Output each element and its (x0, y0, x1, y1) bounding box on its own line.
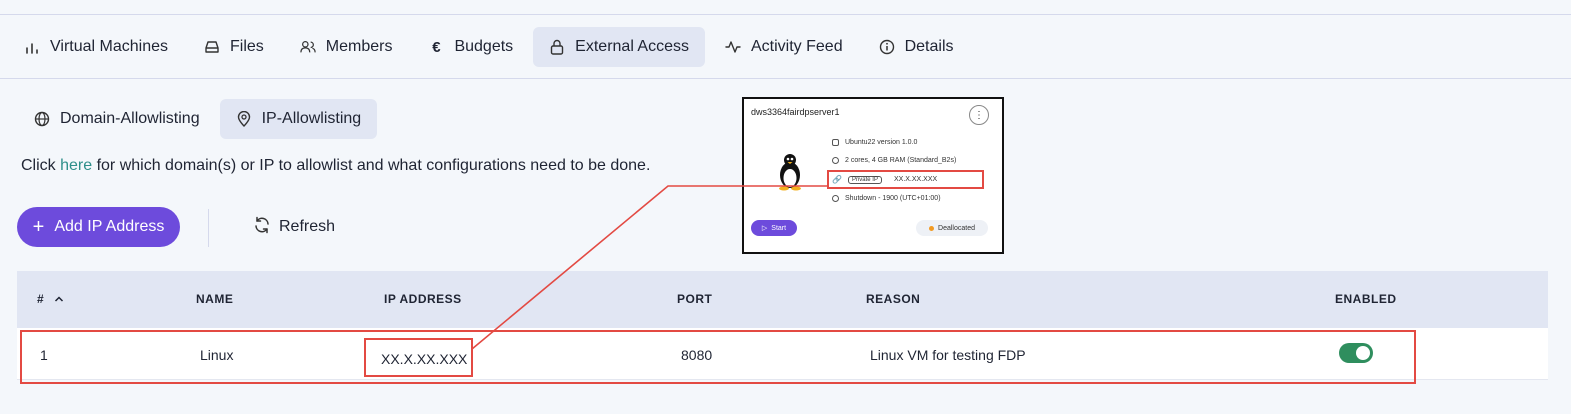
table-header: # NAME IP ADDRESS PORT REASON ENABLED (17, 271, 1548, 328)
vm-os-text: Ubuntu22 version 1.0.0 (845, 139, 918, 146)
subtab-domain-allowlisting[interactable]: Domain-Allowlisting (18, 99, 216, 139)
status-dot-icon (929, 225, 935, 231)
clock-icon (832, 195, 839, 202)
col-enabled-header[interactable]: ENABLED (1335, 292, 1397, 306)
col-index-label: # (37, 292, 45, 306)
euro-icon: € (432, 38, 441, 56)
database-icon (832, 157, 839, 164)
drive-icon (204, 39, 220, 55)
refresh-button[interactable]: Refresh (245, 207, 343, 247)
vm-start-button: ▷Start (751, 220, 797, 236)
ip-allowlist-table: # NAME IP ADDRESS PORT REASON ENABLED 1 … (17, 271, 1548, 380)
more-options-icon: ⋮ (969, 105, 989, 125)
private-ip-badge: Private IP (847, 175, 882, 184)
col-port-header[interactable]: PORT (677, 292, 713, 306)
linux-penguin-icon (779, 154, 801, 191)
col-index-header[interactable]: # (37, 292, 64, 306)
tab-files[interactable]: Files (188, 27, 280, 67)
globe-icon (34, 111, 50, 127)
refresh-label: Refresh (279, 218, 336, 235)
vm-status-badge: Deallocated (916, 220, 988, 236)
tab-label: Files (229, 38, 264, 55)
add-ip-address-button[interactable]: + Add IP Address (17, 207, 180, 247)
tab-virtual-machines[interactable]: Virtual Machines (8, 27, 184, 67)
vm-status-text: Deallocated (938, 224, 975, 232)
col-ip-header[interactable]: IP ADDRESS (384, 292, 462, 306)
tab-activity-feed[interactable]: Activity Feed (709, 27, 859, 67)
play-icon: ▷ (761, 225, 768, 232)
enabled-toggle[interactable] (1339, 343, 1373, 363)
table-row[interactable]: 1 Linux 8080 Linux VM for testing FDP (17, 328, 1548, 380)
row-name: Linux (200, 347, 234, 363)
vm-os: Ubuntu22 version 1.0.0 (832, 139, 917, 146)
info-icon (879, 39, 895, 55)
activity-icon (725, 39, 741, 55)
sort-ascending-icon (54, 292, 64, 306)
tab-budgets[interactable]: € Budgets (412, 27, 529, 67)
col-name-header[interactable]: NAME (196, 292, 234, 306)
tab-label: Budgets (454, 38, 514, 55)
link-icon: 🔗 (832, 175, 842, 184)
main-tabs: Virtual Machines Files Members € Budgets… (8, 27, 970, 67)
info-suffix: for which domain(s) or IP to allowlist a… (92, 157, 651, 174)
vm-specs-text: 2 cores, 4 GB RAM (Standard_B2s) (845, 157, 957, 164)
add-ip-label: Add IP Address (54, 218, 165, 235)
vm-start-label: Start (771, 224, 787, 232)
vm-shutdown: Shutdown - 1900 (UTC+01:00) (832, 195, 941, 202)
info-prefix: Click (21, 157, 61, 174)
vm-card-screenshot: dws3364fairdpserver1 ⋮ Ubuntu22 version … (742, 97, 1004, 254)
tab-label: Virtual Machines (50, 38, 168, 55)
vm-shutdown-text: Shutdown - 1900 (UTC+01:00) (845, 195, 941, 202)
tab-label: Activity Feed (751, 38, 843, 55)
info-here-link[interactable]: here (60, 157, 93, 174)
subtab-label: IP-Allowlisting (261, 110, 362, 127)
allowlist-subtabs: Domain-Allowlisting IP-Allowlisting (18, 99, 378, 139)
tab-members[interactable]: Members (284, 27, 409, 67)
allowlist-info-text: Click here for which domain(s) or IP to … (21, 157, 650, 175)
toggle-knob (1356, 346, 1370, 360)
location-pin-icon (236, 111, 252, 127)
tab-details[interactable]: Details (863, 27, 970, 67)
col-reason-header[interactable]: REASON (866, 292, 921, 306)
tabs-divider (0, 78, 1571, 79)
top-divider (0, 14, 1571, 15)
lock-icon (549, 39, 565, 55)
plus-icon: + (32, 216, 45, 238)
subtab-label: Domain-Allowlisting (60, 110, 200, 127)
monitor-icon (832, 139, 839, 146)
vm-private-ip: 🔗 Private IP XX.X.XX.XXX (832, 175, 937, 184)
bar-chart-icon (24, 39, 40, 55)
vm-name: dws3364fairdpserver1 (751, 107, 840, 117)
vm-specs: 2 cores, 4 GB RAM (Standard_B2s) (832, 157, 956, 164)
row-ip-address: XX.X.XX.XXX (381, 351, 468, 367)
row-reason: Linux VM for testing FDP (870, 347, 1026, 363)
actions-divider (208, 209, 209, 247)
tab-label: External Access (575, 38, 689, 55)
tab-label: Details (904, 38, 954, 55)
subtab-ip-allowlisting[interactable]: IP-Allowlisting (219, 99, 378, 139)
tab-external-access[interactable]: External Access (533, 27, 705, 67)
row-index: 1 (40, 347, 48, 363)
users-icon (300, 39, 316, 55)
private-ip-highlight (827, 170, 984, 189)
vm-private-ip-text: XX.X.XX.XXX (893, 176, 938, 183)
refresh-icon (253, 216, 271, 239)
row-port: 8080 (681, 347, 713, 363)
tab-label: Members (325, 38, 393, 55)
